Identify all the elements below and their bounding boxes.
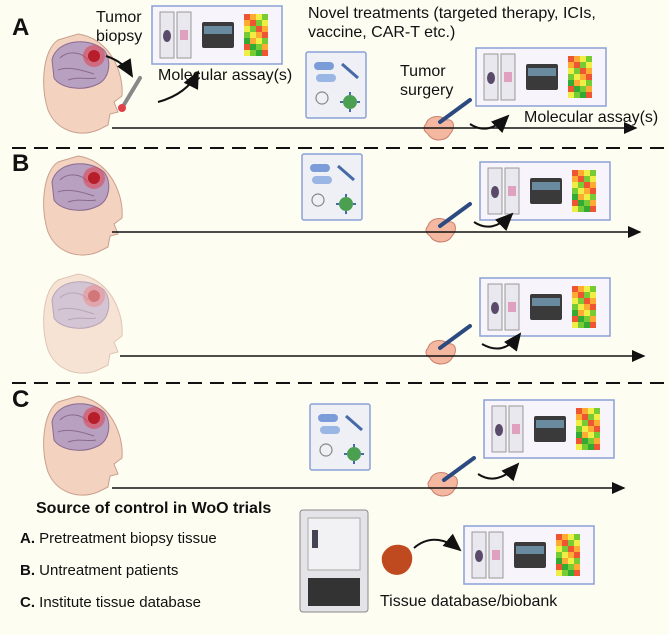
treatment-icon — [304, 50, 368, 120]
tissue-sample-icon — [381, 544, 413, 575]
biopsy-label: Tumor biopsy — [96, 9, 143, 45]
treatment-label: Novel treatments (targeted therapy, ICIs… — [308, 5, 596, 41]
patient-head-icon — [43, 273, 123, 374]
scalpel-icon — [438, 324, 472, 350]
assay-label: Molecular assay(s) — [524, 109, 659, 126]
treatment-icon — [308, 402, 372, 472]
scalpel-icon — [438, 98, 472, 124]
legend-item: B. Untreatment patients — [20, 562, 179, 579]
panel-letter-a: A — [12, 14, 30, 41]
molecular-assay-icon — [479, 161, 611, 221]
patient-head-icon — [43, 155, 123, 256]
scalpel-icon — [442, 456, 476, 482]
molecular-assay-icon — [463, 525, 595, 585]
patient-head-icon — [43, 395, 123, 496]
legend-title: Source of control in WoO trials — [36, 500, 272, 517]
treatment-icon — [300, 152, 364, 222]
molecular-assay-icon — [479, 277, 611, 337]
patient-head-icon — [43, 33, 123, 134]
assay-label: Molecular assay(s) — [158, 67, 293, 84]
surgery-label: Tumor surgery — [400, 63, 454, 99]
biopsy-needle-icon — [120, 76, 142, 110]
scalpel-icon — [438, 202, 472, 228]
panel-letter-b: B — [12, 150, 30, 177]
tissue-sample-icon — [425, 340, 456, 365]
legend-item: C. Institute tissue database — [20, 594, 201, 611]
tissue-sample-icon — [427, 472, 458, 497]
legend-item: A. Pretreatment biopsy tissue — [20, 530, 217, 547]
molecular-assay-icon — [151, 5, 283, 65]
panel-letter-c: C — [12, 386, 30, 413]
molecular-assay-icon — [483, 399, 615, 459]
molecular-assay-icon — [475, 47, 607, 107]
biobank-label: Tissue database/biobank — [380, 593, 558, 610]
tissue-sample-icon — [425, 218, 456, 243]
freezer-icon — [299, 509, 369, 613]
